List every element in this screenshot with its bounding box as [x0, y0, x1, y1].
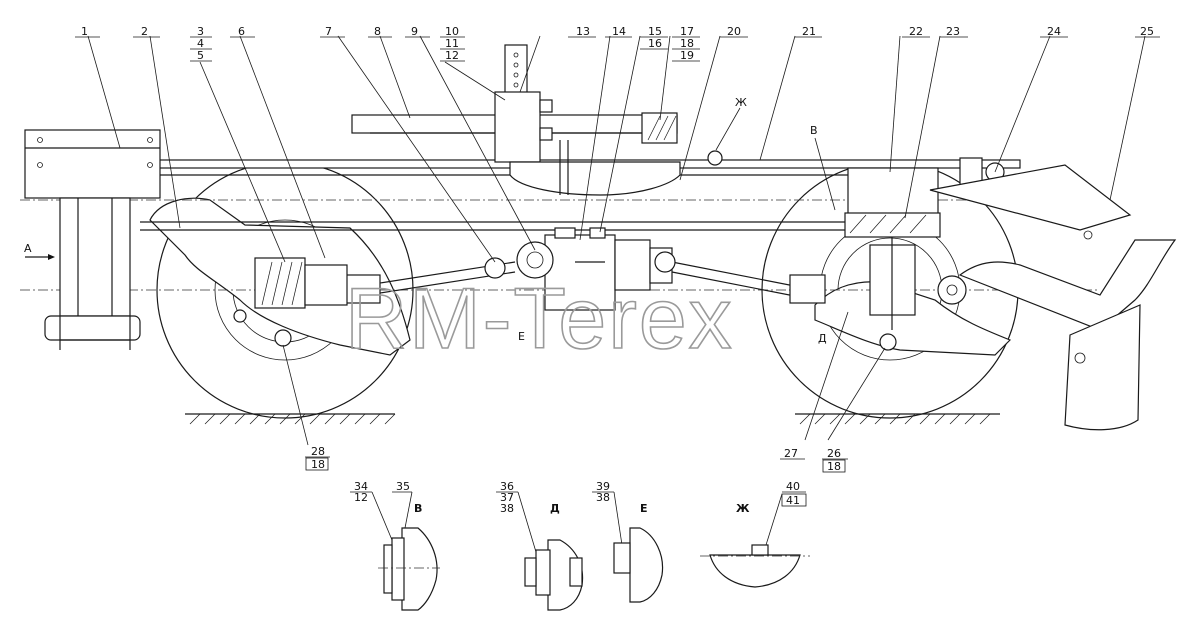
- drawbar-block: [24, 129, 161, 350]
- callout-19: 19: [680, 49, 694, 62]
- rear-attachment: [929, 157, 1177, 431]
- adjustment-post: [494, 44, 553, 163]
- callouts-bottom: 28 18 27 26 18: [305, 445, 846, 473]
- callout-4: 4: [197, 37, 204, 50]
- callout-12: 12: [445, 49, 459, 62]
- front-driveshaft: [334, 257, 516, 304]
- callouts-top: 1 2 3 4 5 6 7 8 9 10 11 12 13 14 15 16 1…: [81, 25, 1154, 62]
- detail-d-part-36: 36: [500, 480, 514, 493]
- view-mark-a: А: [24, 242, 32, 255]
- callout-25: 25: [1140, 25, 1154, 38]
- front-hub: [233, 257, 348, 347]
- callout-18: 18: [680, 37, 694, 50]
- callout-21: 21: [802, 25, 816, 38]
- callout-17: 17: [680, 25, 694, 38]
- callout-16: 16: [648, 37, 662, 50]
- detail-zh-title: Ж: [736, 502, 750, 515]
- rear-hub: [844, 167, 941, 351]
- ground-left: [185, 413, 396, 425]
- view-mark-zh: Ж: [735, 96, 747, 109]
- callout-1: 1: [81, 25, 88, 38]
- detail-d-part-37: 37: [500, 491, 514, 504]
- callout-28: 28: [311, 445, 325, 458]
- watermark-logo: RM-Terex: [345, 271, 734, 367]
- callout-rules: [75, 36, 1160, 460]
- callout-23: 23: [946, 25, 960, 38]
- leader-lines: [87, 35, 1146, 446]
- view-mark-d: Д: [818, 332, 827, 345]
- callout-15: 15: [648, 25, 662, 38]
- callout-22: 22: [909, 25, 923, 38]
- detail-v-title: В: [414, 502, 422, 515]
- tank-body: [509, 161, 681, 196]
- view-mark-v: В: [810, 124, 818, 137]
- detail-d-title: Д: [550, 502, 560, 515]
- callout-14: 14: [612, 25, 626, 38]
- detail-v-part-12: 12: [354, 491, 368, 504]
- rear-mudguard: [814, 281, 1012, 356]
- callout-13: 13: [576, 25, 590, 38]
- view-a-arrow: [25, 254, 55, 260]
- callout-7: 7: [325, 25, 332, 38]
- detail-e-part-39: 39: [596, 480, 610, 493]
- detail-v-part-34: 34: [354, 480, 368, 493]
- callout-6: 6: [238, 25, 245, 38]
- callout-28-qty: 18: [311, 458, 325, 471]
- callout-8: 8: [374, 25, 381, 38]
- detail-view-zh: 40 41 Ж: [700, 480, 810, 588]
- callout-10: 10: [445, 25, 459, 38]
- ground-right: [795, 413, 1000, 425]
- marker-zh: [707, 150, 723, 166]
- detail-zh-part-40: 40: [786, 480, 800, 493]
- callout-11: 11: [445, 37, 459, 50]
- callout-2: 2: [141, 25, 148, 38]
- central-gearbox: [516, 227, 673, 311]
- detail-e-title: Е: [640, 502, 648, 515]
- detail-view-v: 34 12 35 В: [350, 480, 440, 611]
- callout-20: 20: [727, 25, 741, 38]
- detail-zh-part-41: 41: [786, 494, 800, 507]
- detail-d-part-38: 38: [500, 502, 514, 515]
- detail-view-d: 36 37 38 Д: [496, 480, 584, 611]
- callout-24: 24: [1047, 25, 1061, 38]
- callout-26-qty: 18: [827, 460, 841, 473]
- detail-v-part-35: 35: [396, 480, 410, 493]
- callout-26: 26: [827, 447, 841, 460]
- view-mark-e: Е: [518, 330, 525, 343]
- rear-driveshaft: [654, 251, 826, 304]
- callout-3: 3: [197, 25, 204, 38]
- detail-view-e: 39 38 Е: [592, 480, 664, 603]
- callout-9: 9: [411, 25, 418, 38]
- callout-27: 27: [784, 447, 798, 460]
- detail-e-part-38: 38: [596, 491, 610, 504]
- callout-5: 5: [197, 49, 204, 62]
